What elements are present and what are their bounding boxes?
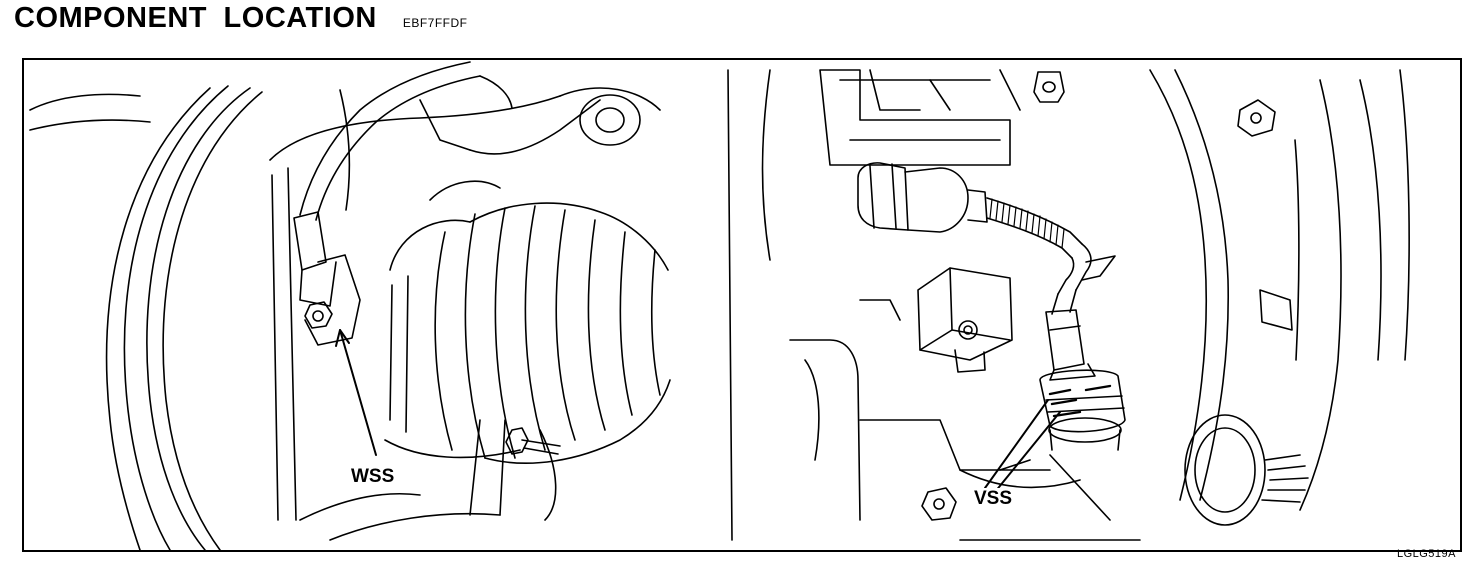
- illustration-frame: [22, 58, 1462, 552]
- right-panel-drawing: [727, 69, 1410, 541]
- wss-callout-label: WSS: [349, 466, 397, 488]
- header: COMPONENT LOCATION EBF7FFDF: [14, 2, 468, 42]
- document-code: EBF7FFDF: [402, 16, 468, 30]
- vss-callout-label: VSS: [972, 488, 1015, 510]
- page-title: COMPONENT LOCATION: [14, 2, 377, 34]
- left-panel-drawing: [29, 61, 671, 551]
- figure-reference: LGLG519A: [1396, 548, 1456, 560]
